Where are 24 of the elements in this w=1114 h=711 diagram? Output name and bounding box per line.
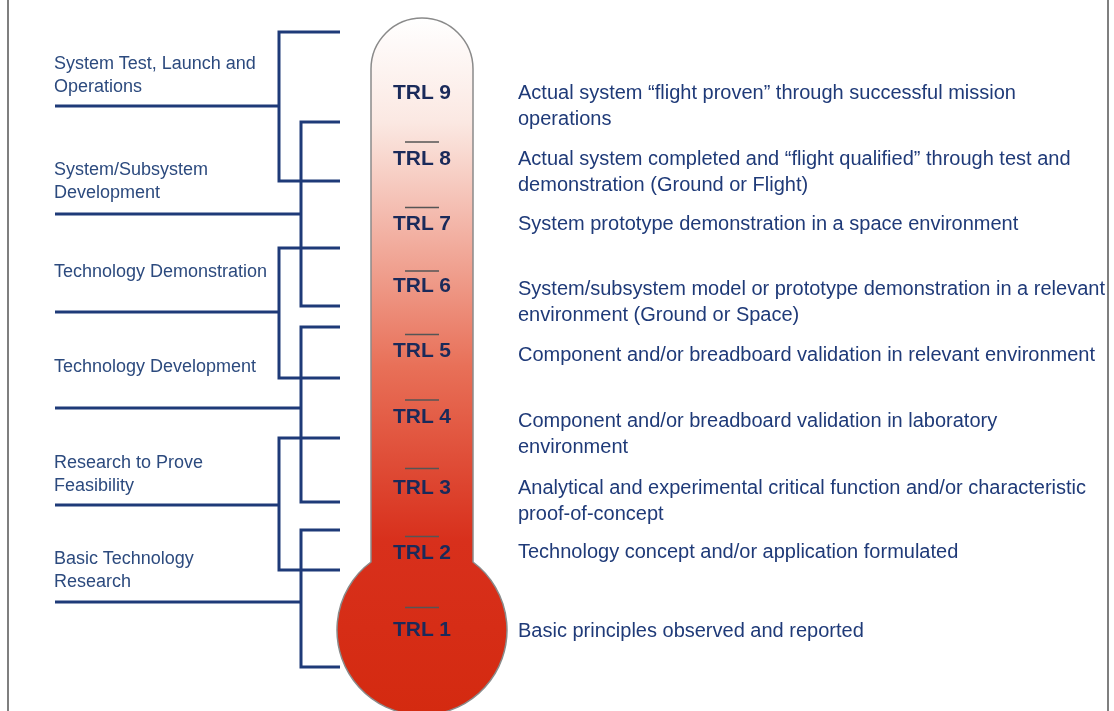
level-description: System prototype demonstration in a space environment <box>518 211 1020 236</box>
stage-label: System Test, Launch and Operations <box>54 52 257 97</box>
level-description: Analytical and experimental critical function and/or characteristic proof-of-concept <box>518 475 1088 526</box>
level-description: Basic principles observed and reported <box>518 618 865 643</box>
stage-label: Technology Development <box>54 355 258 378</box>
level-label: TRL 6 <box>392 273 452 297</box>
level-label: TRL 7 <box>392 211 452 235</box>
level-label: TRL 3 <box>392 475 452 499</box>
level-description: Technology concept and/or application formulated <box>518 539 960 564</box>
level-description: Actual system completed and “flight qualified” through test and demonstration (Ground or Flight) <box>518 146 1072 197</box>
stage-label: Research to Prove Feasibility <box>54 451 205 496</box>
stage-label: Technology Demonstration <box>54 260 269 283</box>
level-label: TRL 8 <box>392 146 452 170</box>
stage-label: System/Subsystem Development <box>54 158 210 203</box>
level-label: TRL 1 <box>392 617 452 641</box>
stage-label: Basic Technology Research <box>54 547 195 592</box>
level-label: TRL 5 <box>392 338 452 362</box>
level-description: Actual system “flight proven” through successful mission operations <box>518 80 1017 131</box>
level-label: TRL 4 <box>392 404 452 428</box>
level-description: Component and/or breadboard validation in laboratory environment <box>518 408 999 459</box>
level-description: System/subsystem model or prototype demonstration in a relevant environment (Ground or Space) <box>518 276 1106 327</box>
level-description: Component and/or breadboard validation in relevant environment <box>518 342 1097 367</box>
level-label: TRL 2 <box>392 540 452 564</box>
level-label: TRL 9 <box>392 80 452 104</box>
